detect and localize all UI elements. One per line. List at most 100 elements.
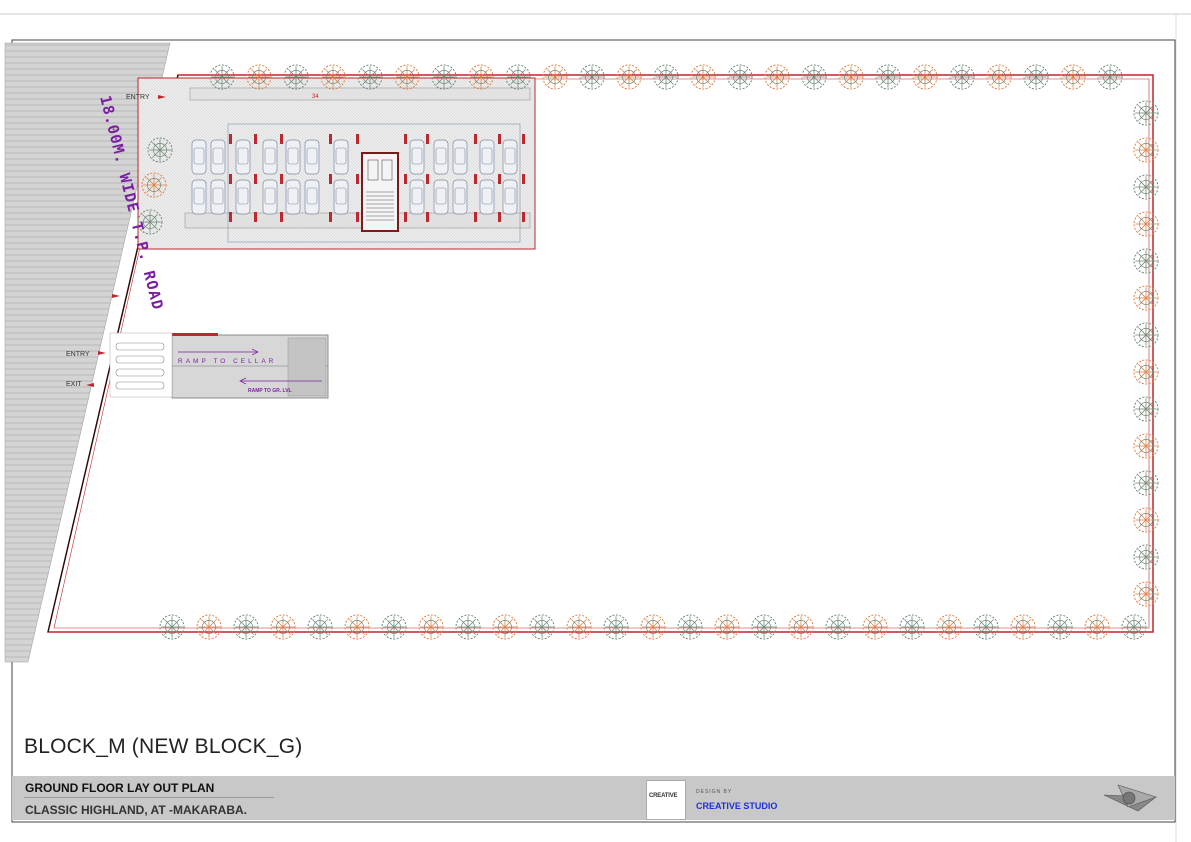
tree-icon [529,614,555,640]
tree-icon [1084,614,1110,640]
car-icon [452,139,468,175]
tree-icon [394,64,420,90]
column-mark [474,174,477,184]
ramp-down-label: RAMP TO CELLAR [178,358,276,365]
car-icon [191,139,207,175]
column-mark [329,212,332,222]
tree-icon [1133,248,1159,274]
tree-icon [653,64,679,90]
column-mark [280,212,283,222]
column-mark [426,134,429,144]
tree-icon [949,64,975,90]
project-name: CLASSIC HIGHLAND, AT -MAKARABA. [25,803,247,817]
tree-icon [875,64,901,90]
tree-icon [1047,614,1073,640]
tree-icon [838,64,864,90]
tree-icon [603,614,629,640]
tree-icon [1133,100,1159,126]
entry-label-mid: ENTRY [66,351,90,358]
tree-icon [418,614,444,640]
tree-icon [209,64,235,90]
tree-icon [566,614,592,640]
column-mark [474,212,477,222]
tree-icon [431,64,457,90]
column-mark [280,134,283,144]
north-arrow-icon [1103,784,1157,812]
tree-icon [468,64,494,90]
tree-icon [751,614,777,640]
tree-icon [677,614,703,640]
tree-icon [1133,359,1159,385]
tree-icon [357,64,383,90]
parking-cars [191,134,525,222]
column-mark [229,174,232,184]
column-mark [404,174,407,184]
tree-icon [1133,581,1159,607]
parking-number: 34 [312,94,319,100]
car-icon [502,139,518,175]
logo-text: CREATIVE [649,793,678,799]
tree-icon [1133,396,1159,422]
tree-icon [344,614,370,640]
column-mark [356,212,359,222]
tree-icon [1133,322,1159,348]
tree-icon [1133,137,1159,163]
car-icon [502,179,518,215]
car-icon [304,139,320,175]
tree-icon [455,614,481,640]
tree-icon [862,614,888,640]
column-mark [498,134,501,144]
title-divider [24,797,274,798]
tree-icon [1060,64,1086,90]
car-icon [409,139,425,175]
tree-icon [801,64,827,90]
car-icon [479,179,495,215]
tree-icon [137,209,163,235]
car-icon [285,139,301,175]
road-area [4,42,171,663]
tree-row [137,64,1159,640]
tree-icon [1133,285,1159,311]
column-mark [426,212,429,222]
column-mark [474,134,477,144]
tree-icon [640,614,666,640]
column-mark [426,174,429,184]
car-icon [433,179,449,215]
tree-icon [1133,433,1159,459]
tree-icon [714,614,740,640]
column-mark [229,134,232,144]
ramp-up-label: RAMP TO GR. LVL [248,388,292,394]
car-icon [433,139,449,175]
column-mark [356,134,359,144]
car-icon [235,179,251,215]
car-icon [210,139,226,175]
entry-arrow-icon [112,294,120,298]
tree-icon [825,614,851,640]
column-mark [522,134,525,144]
tree-icon [246,64,272,90]
tree-icon [899,614,925,640]
tree-icon [1133,211,1159,237]
tree-icon [936,614,962,640]
exit-label: EXIT [66,381,82,388]
exit-arrow-icon [86,383,94,387]
studio-name: CREATIVE STUDIO [696,801,778,811]
tree-icon [579,64,605,90]
tree-icon [141,172,167,198]
tree-icon [283,64,309,90]
car-icon [409,179,425,215]
tree-icon [788,614,814,640]
car-icon [262,179,278,215]
car-icon [333,179,349,215]
entry-label-top: ENTRY [126,94,150,101]
tree-icon [381,614,407,640]
tree-icon [1097,64,1123,90]
design-by-label: DESIGN BY [696,789,733,795]
access-labels: ENTRY ENTRY EXIT [66,94,166,388]
column-mark [498,212,501,222]
column-mark [522,212,525,222]
column-mark [404,134,407,144]
tree-icon [492,614,518,640]
tree-icon [912,64,938,90]
